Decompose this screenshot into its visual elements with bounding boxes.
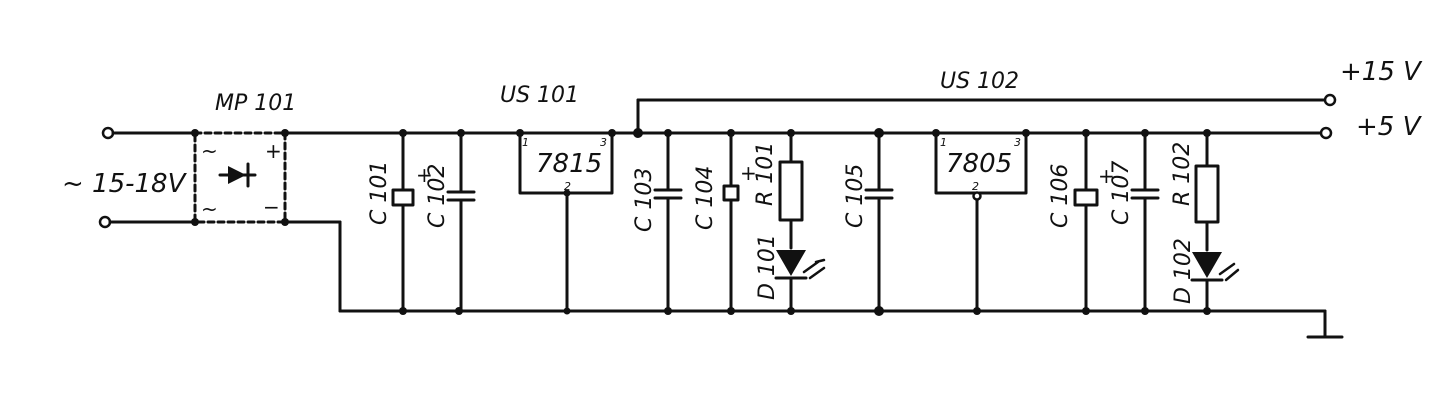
bridge-rectifier-mp101: MP 101 ~ ~ + − — [191, 91, 296, 226]
c103-label: C 103 — [632, 168, 657, 232]
capacitor-c104: + C 104 — [693, 129, 757, 315]
c105-label: C 105 — [843, 164, 868, 228]
output-5v-label: +5 V — [1356, 112, 1423, 142]
reg2-pin3-label: 3 — [1014, 136, 1021, 149]
capacitor-c106: + C 106 — [1048, 129, 1115, 315]
bridge-ac-top-label: ~ — [201, 139, 218, 163]
regulator-us102: US 102 7805 1 3 2 — [932, 69, 1030, 315]
light-emission-icon — [1218, 262, 1240, 282]
resistor-r101: R 101 — [753, 129, 804, 250]
reg1-pin2-label: 2 — [564, 180, 571, 193]
bridge-ac-bottom-label: ~ — [201, 197, 218, 221]
reg2-pin1-label: 1 — [940, 136, 947, 149]
c102-label: C 102 — [425, 164, 450, 228]
bridge-plus-label: + — [265, 139, 282, 163]
c101-plus-label: + — [416, 163, 433, 187]
reg1-pin1-label: 1 — [522, 136, 529, 149]
reg2-pin2-label: 2 — [972, 180, 979, 193]
capacitor-c102: C 102 — [425, 129, 476, 315]
output-terminal-15v — [1323, 93, 1337, 107]
led-d102: D 102 — [1171, 238, 1240, 315]
capacitor-c105: C 105 — [843, 128, 894, 316]
output-terminals: +15 V +5 V — [1319, 57, 1423, 142]
resistor-r102: R 102 — [1170, 129, 1220, 252]
bridge-diode-icon — [218, 162, 257, 188]
d101-label: D 101 — [755, 234, 780, 300]
regulator-us101: US 101 7815 1 3 2 — [500, 83, 616, 315]
input-voltage-label: ~ 15-18V — [62, 169, 188, 199]
capacitor-c101: + C 101 — [367, 129, 433, 315]
reg1-part-label: 7815 — [536, 149, 602, 179]
capacitor-c107: C 107 — [1109, 129, 1160, 315]
reg2-name-label: US 102 — [940, 69, 1019, 94]
output-terminal-5v — [1319, 126, 1333, 140]
reg2-part-label: 7805 — [946, 149, 1012, 179]
capacitor-c103: C 103 — [632, 129, 683, 315]
bridge-label: MP 101 — [215, 91, 296, 116]
r101-label: R 101 — [753, 142, 778, 206]
c104-label: C 104 — [693, 166, 718, 230]
input-terminals: ~ 15-18V — [62, 126, 197, 229]
c104-plus-label: + — [740, 161, 757, 185]
reg1-pin3-label: 3 — [600, 136, 607, 149]
reg1-name-label: US 101 — [500, 83, 579, 108]
light-emission-icon — [802, 258, 826, 280]
r102-label: R 102 — [1170, 142, 1195, 206]
output-15v-label: +15 V — [1340, 57, 1423, 87]
c106-plus-label: + — [1098, 164, 1115, 188]
c107-label: C 107 — [1109, 161, 1134, 225]
d102-label: D 102 — [1171, 238, 1196, 304]
c101-label: C 101 — [367, 161, 392, 225]
led-d101: D 101 — [755, 234, 826, 315]
c106-label: C 106 — [1048, 164, 1073, 228]
bridge-minus-label: − — [263, 195, 280, 219]
